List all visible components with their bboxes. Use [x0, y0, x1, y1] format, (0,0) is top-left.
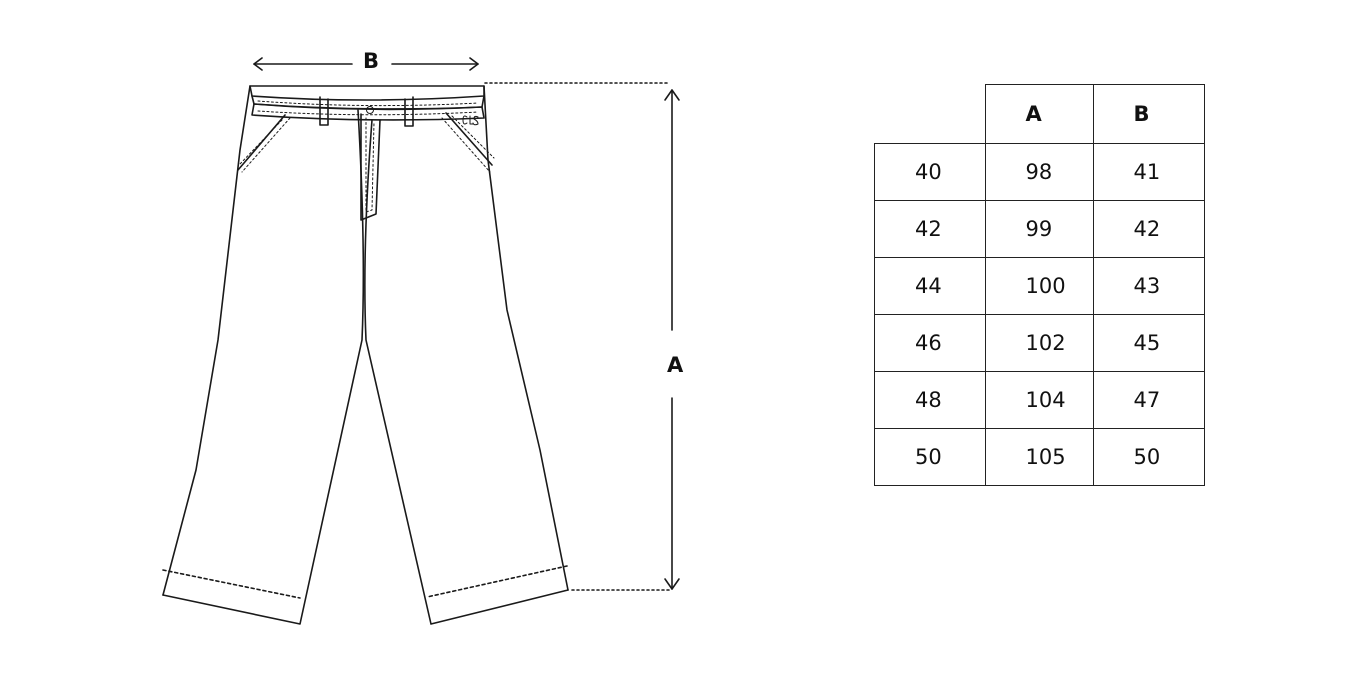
measure-a-arrow [484, 82, 680, 591]
size-cell: 48 [874, 371, 986, 429]
measure-a-cell: 105 [984, 428, 1094, 486]
trousers-diagram [162, 57, 680, 625]
trousers-outline [162, 85, 569, 625]
measure-a-cell: 99 [984, 200, 1094, 258]
table-row: 48 104 47 [874, 371, 1205, 429]
table-header-b: B [1092, 84, 1205, 144]
size-cell: 46 [874, 314, 986, 372]
measure-b-arrow [253, 57, 479, 71]
size-cell: 40 [874, 143, 986, 201]
measure-b-cell: 42 [1092, 200, 1205, 258]
brand-logo-icon [462, 115, 479, 126]
measure-a-cell: 98 [984, 143, 1094, 201]
measure-b-cell: 47 [1092, 371, 1205, 429]
measure-b-cell: 50 [1092, 428, 1205, 486]
table-row: 50 105 50 [874, 428, 1205, 486]
table-row: 44 100 43 [874, 257, 1205, 315]
table-header-row: A B [874, 84, 1205, 144]
size-cell: 42 [874, 200, 986, 258]
table-header-size [874, 84, 986, 144]
measure-b-cell: 45 [1092, 314, 1205, 372]
measure-a-cell: 102 [984, 314, 1094, 372]
table-header-a: A [984, 84, 1094, 144]
size-cell: 50 [874, 428, 986, 486]
size-cell: 44 [874, 257, 986, 315]
measure-b-label: B [363, 49, 380, 73]
table-row: 46 102 45 [874, 314, 1205, 372]
table-row: 40 98 41 [874, 143, 1205, 201]
measure-a-label: A [667, 353, 684, 377]
size-chart-table: A B 40 98 41 42 99 42 44 100 43 46 102 4… [874, 84, 1205, 486]
measure-a-cell: 100 [984, 257, 1094, 315]
table-row: 42 99 42 [874, 200, 1205, 258]
measure-a-cell: 104 [984, 371, 1094, 429]
measure-b-cell: 43 [1092, 257, 1205, 315]
measure-b-cell: 41 [1092, 143, 1205, 201]
